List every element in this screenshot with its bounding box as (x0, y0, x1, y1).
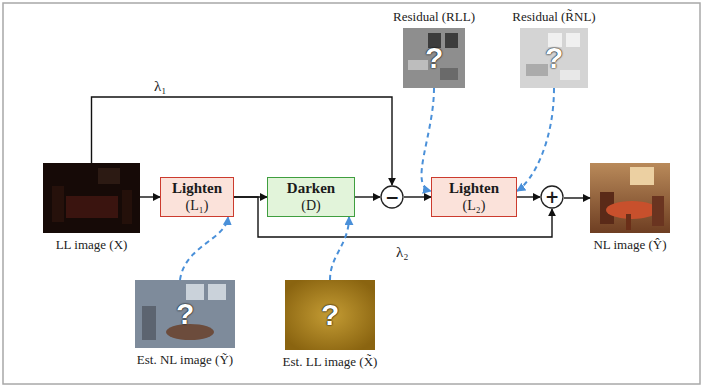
signal-connector (355, 196, 380, 197)
sum-junction: + (540, 185, 564, 209)
signal-connector (140, 196, 160, 197)
unknown-mark: ? (425, 43, 443, 73)
residual-ll-image (403, 28, 465, 88)
image-caption: Est. LL image (X̃) (283, 355, 378, 370)
low-light-photo (43, 163, 140, 233)
process-box: Lighten(L₁) (160, 177, 234, 217)
figure-frame (3, 3, 700, 384)
unknown-mark: ? (176, 299, 194, 329)
dashed-pointer (422, 88, 434, 191)
weight-label: λ₂ (394, 244, 411, 261)
estimated-ll-image (285, 280, 375, 350)
image-caption: LL image (X) (56, 238, 128, 253)
image-caption: NL image (Ŷ) (593, 238, 666, 253)
weight-label: λ₁ (152, 78, 169, 95)
process-box: Lighten(L₂) (431, 177, 517, 217)
residual-nl-image (520, 28, 588, 88)
box-title: Darken (287, 180, 335, 197)
dashed-pointer (180, 217, 228, 280)
operator-symbol: (D) (301, 198, 320, 214)
unknown-mark: ? (321, 300, 339, 330)
normal-light-photo (590, 163, 670, 233)
image-caption: Residual (R̃NL) (512, 10, 595, 25)
signal-connector (564, 197, 590, 198)
process-box: Darken(D) (267, 177, 355, 217)
image-caption: Residual (RLL) (393, 10, 475, 25)
dashed-pointer (330, 217, 349, 280)
signal-connector (92, 97, 393, 185)
image-panel: LL image (X) (43, 163, 140, 233)
junction-circle (381, 186, 403, 208)
signal-connector (404, 196, 431, 197)
unknown-mark: ? (545, 43, 563, 73)
operator-symbol: (L₁) (186, 198, 209, 214)
sum-junction: − (380, 185, 404, 209)
image-caption: Est. NL image (Ỹ) (137, 353, 233, 368)
box-title: Lighten (449, 180, 499, 197)
operator-symbol: + (545, 189, 559, 206)
image-panel: NL image (Ŷ) (590, 163, 670, 233)
dashed-pointer (517, 88, 554, 191)
operator-symbol: − (385, 189, 399, 206)
operator-symbol: (L₂) (463, 198, 486, 214)
junction-circle (541, 186, 563, 208)
signal-connector (517, 196, 540, 197)
estimated-nl-image (135, 280, 235, 348)
box-title: Lighten (172, 180, 222, 197)
